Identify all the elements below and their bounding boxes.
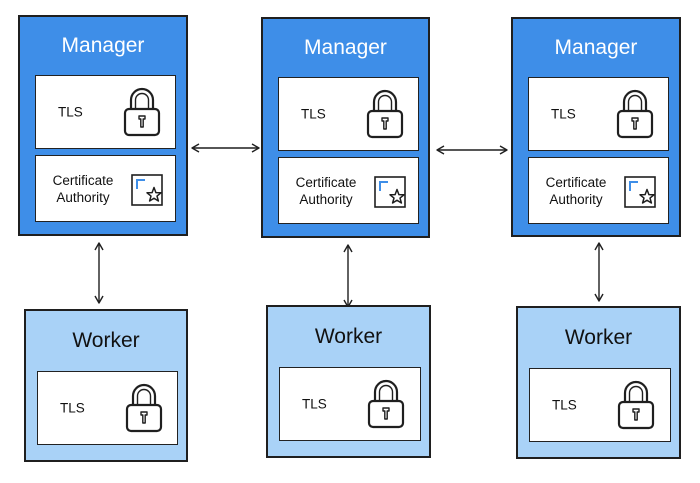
worker-node-2: Worker TLS: [266, 305, 431, 458]
tls-label: TLS: [551, 106, 576, 122]
padlock-icon: [617, 380, 655, 430]
tls-panel: TLS: [529, 368, 671, 442]
ca-panel: Certificate Authority: [35, 155, 176, 222]
certificate-icon: [131, 174, 163, 206]
tls-panel: TLS: [279, 367, 421, 441]
worker-node-1: Worker TLS: [24, 309, 188, 462]
manager-title: Manager: [304, 36, 387, 59]
worker-title: Worker: [314, 325, 383, 348]
ca-label: Certificate Authority: [295, 174, 357, 207]
tls-label: TLS: [302, 396, 327, 412]
ca-panel: Certificate Authority: [528, 157, 669, 224]
worker-title: Worker: [72, 329, 140, 352]
worker-node-3: Worker TLS: [516, 306, 681, 459]
manager-node-1: Manager TLS Certificate Authority: [18, 15, 188, 236]
tls-panel: TLS: [528, 77, 669, 151]
certificate-icon: [374, 176, 406, 208]
padlock-icon: [367, 379, 405, 429]
tls-panel: TLS: [37, 371, 178, 445]
padlock-icon: [616, 89, 654, 139]
manager-title: Manager: [61, 34, 145, 57]
certificate-icon: [624, 176, 656, 208]
ca-panel: Certificate Authority: [278, 157, 419, 224]
padlock-icon: [366, 89, 404, 139]
ca-label: Certificate Authority: [52, 172, 114, 205]
tls-label: TLS: [552, 397, 577, 413]
tls-panel: TLS: [35, 75, 176, 149]
manager-node-3: Manager TLS Certificate Authority: [511, 17, 681, 237]
padlock-icon: [125, 383, 163, 433]
tls-label: TLS: [58, 104, 83, 120]
manager-node-2: Manager TLS Certificate Authority: [261, 17, 430, 238]
tls-panel: TLS: [278, 77, 419, 151]
tls-label: TLS: [60, 400, 85, 416]
ca-label: Certificate Authority: [545, 174, 607, 207]
worker-title: Worker: [564, 326, 633, 349]
manager-title: Manager: [554, 36, 638, 59]
padlock-icon: [123, 87, 161, 137]
tls-label: TLS: [301, 106, 326, 122]
